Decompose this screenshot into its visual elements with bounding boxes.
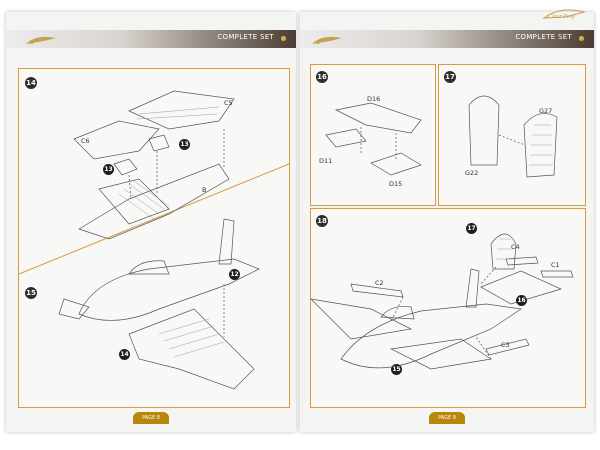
- part-label-d16: D16: [367, 95, 381, 103]
- ref-bubble-14: 14: [119, 349, 130, 360]
- part-label-c4: C4: [511, 243, 520, 251]
- part-label-c2: C2: [375, 279, 384, 287]
- left-page: COMPLETE SET: [6, 12, 296, 432]
- step-number-15: 15: [25, 287, 37, 299]
- clear-prop-logo: [310, 32, 344, 48]
- part-label-c5: C5: [224, 99, 233, 107]
- part-label-g22: G22: [465, 169, 479, 177]
- header-label: COMPLETE SET: [515, 33, 572, 41]
- logo-icon: [26, 36, 56, 44]
- panel-step-18: 18 C4 C1 C2 C3 17 16 15: [309, 208, 586, 408]
- diagram-step-18: [309, 233, 574, 370]
- part-label-b: B: [202, 186, 207, 194]
- part-label-d11: D11: [319, 157, 333, 165]
- panel-step-17: 17 G27 G22: [438, 64, 586, 206]
- step-number-18: 18: [316, 215, 328, 227]
- part-label-d15: D15: [389, 180, 403, 188]
- right-page: COMPLETE SET Clear Prop 16 D16 D11 D15: [300, 9, 594, 432]
- step-number-14: 14: [25, 77, 37, 89]
- step-number-16: 16: [316, 71, 328, 83]
- page-header: COMPLETE SET: [300, 30, 594, 48]
- diagram-step-16: [325, 102, 422, 176]
- page-number-badge: PAGE 9: [429, 412, 465, 424]
- page-header: COMPLETE SET: [6, 30, 296, 48]
- brand-logo-text: Clear Prop: [548, 14, 575, 20]
- ref-bubble-13a: 13: [179, 139, 190, 150]
- part-label-c1: C1: [551, 261, 560, 269]
- ref-bubble-13b: 13: [103, 164, 114, 175]
- panel-steps-14-15: 14 15 C5 C6 B 13 13 12 14: [18, 68, 290, 408]
- header-dot-icon: [281, 36, 286, 41]
- part-label-g27: G27: [539, 107, 553, 115]
- part-label-c3: C3: [501, 341, 510, 349]
- logo-icon: [312, 36, 342, 44]
- page-number-badge: PAGE 8: [133, 412, 169, 424]
- part-label-c6: C6: [81, 137, 90, 145]
- clear-prop-brand-logo: Clear Prop: [540, 4, 588, 26]
- ref-bubble-16: 16: [516, 295, 527, 306]
- panel-step-16: 16 D16 D11 D15: [310, 64, 436, 206]
- ref-bubble-17: 17: [466, 223, 477, 234]
- clear-prop-logo: [24, 32, 58, 48]
- ref-bubble-12: 12: [229, 269, 240, 280]
- step-number-17: 17: [444, 71, 456, 83]
- brand-logo-icon: Clear Prop: [542, 9, 586, 20]
- ref-bubble-15: 15: [391, 364, 402, 375]
- header-dot-icon: [579, 36, 584, 41]
- header-label: COMPLETE SET: [217, 33, 274, 41]
- diagram-step-17: [468, 95, 558, 178]
- diagram-steps-14-15: [18, 90, 290, 390]
